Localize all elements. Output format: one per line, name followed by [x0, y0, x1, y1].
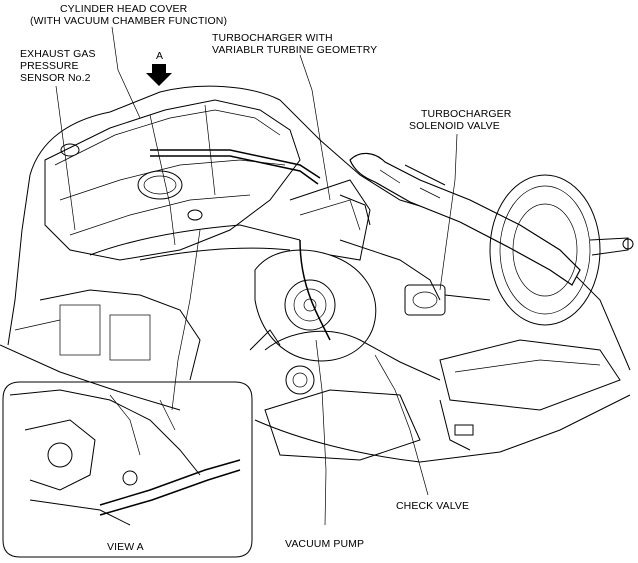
- label-solenoid-line2: SOLENOID VALVE: [409, 120, 500, 132]
- label-exhaust-gas-line2: PRESSURE: [20, 60, 79, 72]
- label-cylinder-head-cover-line2: (WITH VACUUM CHAMBER FUNCTION): [30, 15, 228, 27]
- label-exhaust-gas-line3: SENSOR No.2: [20, 72, 91, 84]
- intake-hose: [339, 152, 581, 286]
- leader-lines: [55, 26, 458, 526]
- label-vacuum-pump: VACUUM PUMP: [285, 538, 365, 550]
- view-a-inset: [2, 381, 253, 558]
- engine-outline: [0, 85, 631, 463]
- label-check-valve: CHECK VALVE: [396, 500, 470, 512]
- label-exhaust-gas-line1: EXHAUST GAS: [20, 48, 96, 60]
- engine-block: [14, 289, 201, 381]
- vacuum-pipe: [89, 149, 331, 341]
- label-cylinder-head-cover-line1: CYLINDER HEAD COVER: [60, 3, 188, 15]
- vacuum-pump: [249, 329, 315, 395]
- label-turbo-vtg-line2: VARIABLR TURBINE GEOMETRY: [212, 44, 378, 56]
- turbocharger: [254, 179, 441, 362]
- cylinder-head-cover: [44, 99, 301, 261]
- label-view-a: VIEW A: [107, 541, 144, 553]
- label-solenoid-line1: TURBOCHARGER: [421, 108, 512, 120]
- air-cleaner: [264, 339, 621, 461]
- label-turbo-vtg-line1: TURBOCHARGER WITH: [212, 32, 333, 44]
- brake-booster: [489, 174, 634, 326]
- view-arrow: [146, 64, 172, 86]
- view-marker-letter: A: [156, 50, 164, 62]
- solenoid-valve: [404, 284, 491, 316]
